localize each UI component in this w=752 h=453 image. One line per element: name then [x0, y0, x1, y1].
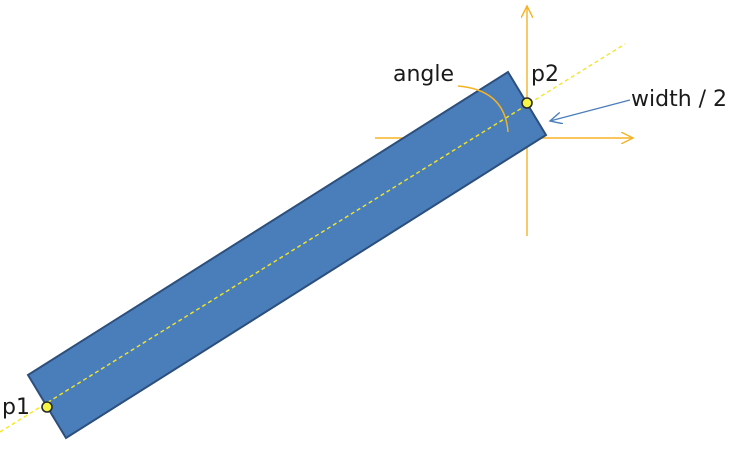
label-p1: p1 — [2, 395, 30, 420]
width-pointer-arrow — [550, 99, 631, 121]
point-p2 — [521, 97, 533, 109]
label-angle: angle — [393, 62, 454, 87]
angle-arc — [457, 85, 509, 133]
point-p1 — [41, 401, 53, 413]
label-width-half: width / 2 — [631, 87, 727, 112]
rotated-bar — [26, 70, 548, 440]
label-p2: p2 — [531, 62, 559, 87]
center-line — [0, 43, 626, 433]
